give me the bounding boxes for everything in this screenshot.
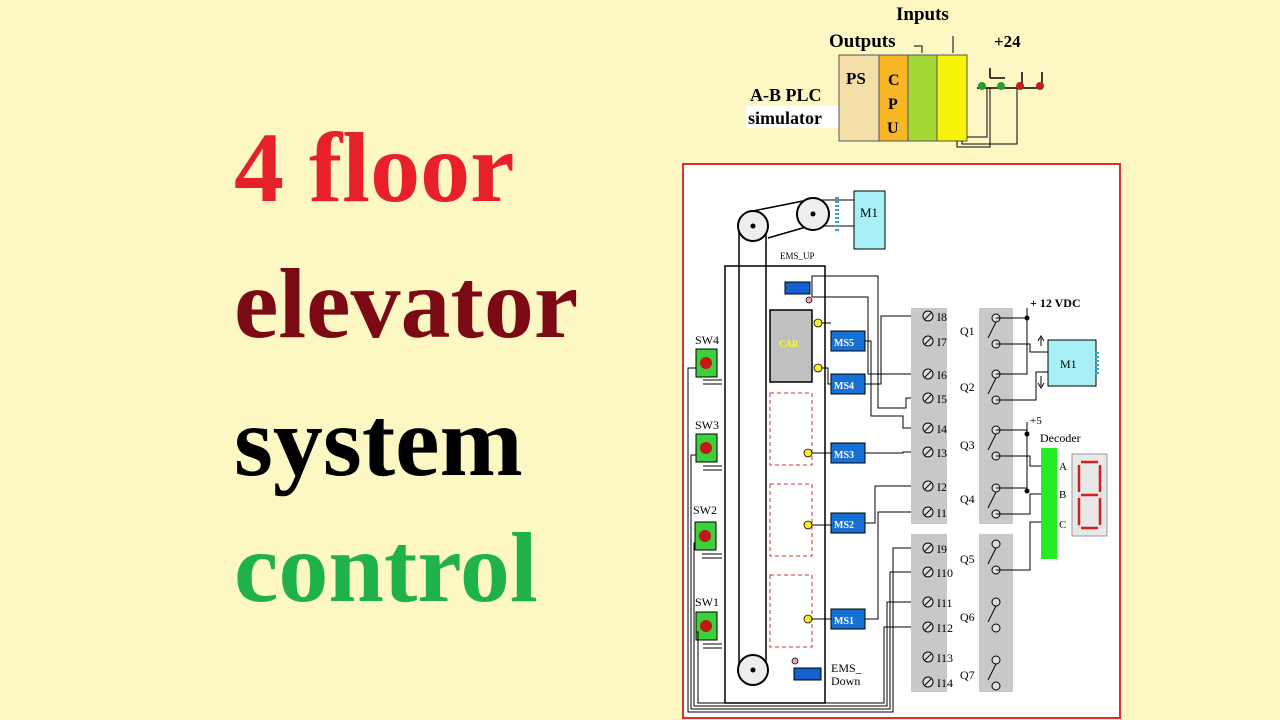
output-relays (987, 313, 1001, 691)
title-line-4: control (234, 512, 538, 623)
decoder-input-a: A (1059, 461, 1067, 473)
plc-ps-module (838, 54, 880, 142)
switch-sw2-label: SW2 (693, 503, 717, 517)
title-line-3: system (234, 386, 523, 497)
output-q2: Q2 (960, 380, 975, 394)
plc-cpu-u: U (887, 120, 899, 137)
input-i5: I5 (937, 392, 947, 406)
plc-supply-label: +24 (994, 32, 1021, 51)
plc-cpu-p: P (888, 96, 898, 113)
motor-m1 (853, 190, 886, 250)
sensor-ms4-label: MS4 (834, 381, 854, 392)
switch-sw4-label: SW4 (695, 333, 719, 347)
supply-12vdc-label: + 12 VDC (1030, 296, 1081, 310)
ems-down-label-1: EMS_ (831, 661, 863, 675)
plc-output-module (907, 54, 938, 142)
ems-down-label-2: Down (831, 674, 860, 688)
elevator-panel (682, 163, 1121, 719)
input-i12: I12 (937, 621, 953, 635)
input-i3: I3 (937, 446, 947, 460)
input-i2: I2 (937, 480, 947, 494)
output-q4: Q4 (960, 492, 975, 506)
ems-down-switch (793, 667, 822, 681)
output-q5: Q5 (960, 552, 975, 566)
plc-simulator: Inputs Outputs +24 A-B PLC simulator PS … (746, 4, 1044, 148)
input-terminals: I8 I7 I6 I5 I4 I3 I2 I1 I9 I10 I11 I12 I… (922, 310, 953, 690)
plc-input-module (936, 54, 968, 142)
plc-cpu-c: C (888, 72, 900, 89)
decoder-label: Decoder (1040, 431, 1081, 445)
input-i9: I9 (937, 542, 947, 556)
input-i13: I13 (937, 651, 953, 665)
input-i7: I7 (937, 335, 947, 349)
switch-contact-green-1 (978, 82, 986, 90)
input-i14: I14 (937, 676, 953, 690)
plc-cpu-module (878, 54, 909, 142)
elevator-car-label: CAR (779, 339, 799, 349)
decoder-block (1041, 448, 1057, 559)
title-line-1: 4 floor (234, 112, 515, 223)
sensor-ms5-label: MS5 (834, 338, 854, 349)
output-q1: Q1 (960, 324, 975, 338)
ems-up-label: EMS_UP (780, 251, 815, 261)
input-i6: I6 (937, 368, 947, 382)
output-q6: Q6 (960, 610, 975, 624)
input-i10: I10 (937, 566, 953, 580)
plc-inputs-label: Inputs (896, 4, 949, 25)
plc-label-bg (746, 106, 844, 128)
sensor-ms2-label: MS2 (834, 520, 854, 531)
motor-m1-output-label: M1 (1060, 357, 1077, 371)
sensor-ms1-label: MS1 (834, 616, 854, 627)
input-i8: I8 (937, 310, 947, 324)
motor-m1-label: M1 (860, 205, 878, 220)
output-q3: Q3 (960, 438, 975, 452)
switch-contact-red-2 (1036, 82, 1044, 90)
call-switches: SW4 SW3 SW2 SW1 (693, 333, 719, 641)
output-labels: Q1 Q2 Q3 Q4 Q5 Q6 Q7 (960, 324, 975, 682)
switch-wiring (687, 296, 920, 713)
switch-contact-green-2 (997, 82, 1005, 90)
switch-sw3-label: SW3 (695, 418, 719, 432)
floor-positions (769, 392, 813, 648)
plc-ps-label: PS (846, 69, 866, 88)
seven-segment-digit (1077, 460, 1102, 530)
plc-label-line1: A-B PLC (750, 85, 822, 105)
input-i1: I1 (937, 506, 947, 520)
ems-up-switch (784, 281, 811, 295)
decoder-input-b: B (1059, 489, 1066, 501)
switch-contact-red-1 (1016, 82, 1024, 90)
output-q7: Q7 (960, 668, 975, 682)
title-line-2: elevator (234, 248, 579, 359)
sensor-ms3-label: MS3 (834, 450, 854, 461)
decoder-input-c: C (1059, 519, 1066, 531)
motor-m1-output (1047, 339, 1097, 387)
elevator-car (769, 309, 813, 383)
input-i4: I4 (937, 422, 947, 436)
plc-label-line2: simulator (748, 108, 822, 128)
plc-outputs-label: Outputs (829, 31, 896, 52)
output-relay-block-bottom (979, 534, 1013, 692)
input-terminal-block-bottom (911, 534, 947, 692)
input-i11: I11 (937, 596, 953, 610)
switch-sw1-label: SW1 (695, 595, 719, 609)
supply-5v-label: +5 (1030, 415, 1042, 427)
